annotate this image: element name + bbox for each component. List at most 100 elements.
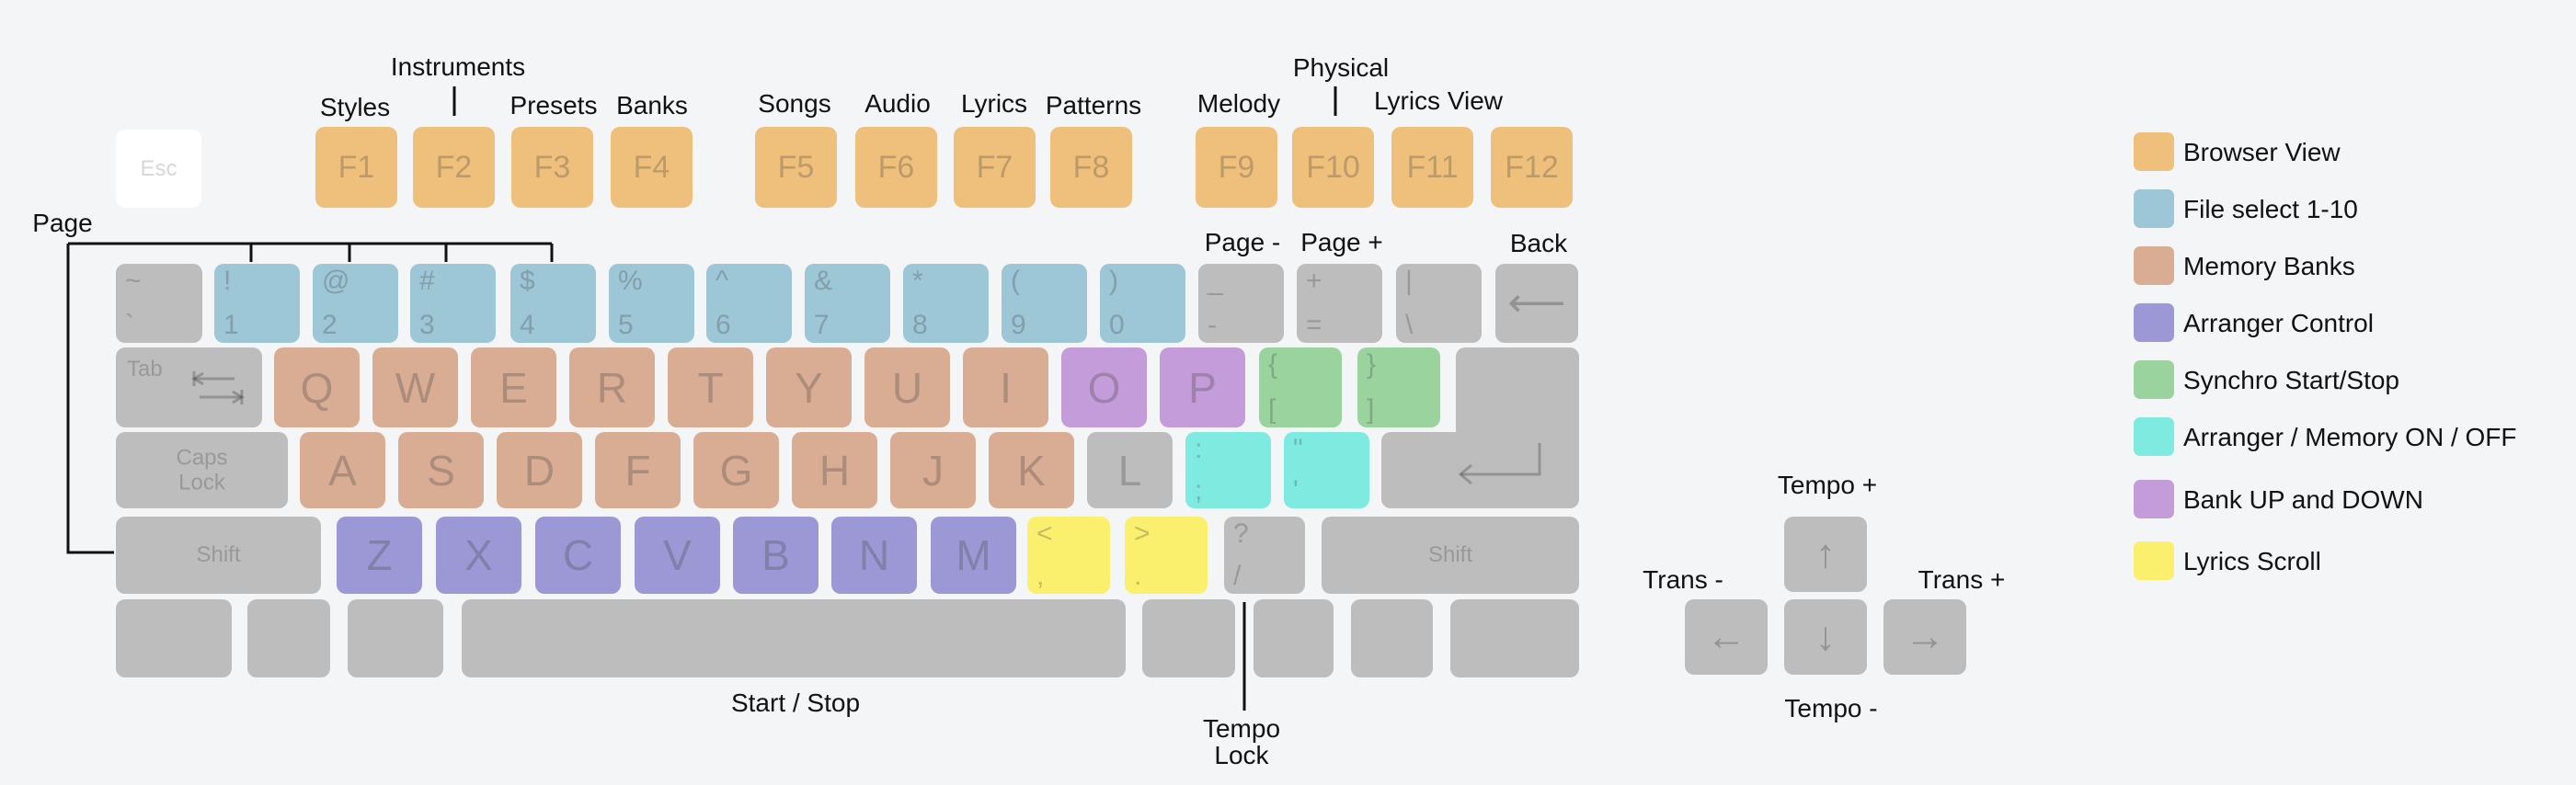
key-l[interactable]: L (1087, 432, 1173, 508)
arrow-up-key[interactable]: ↑ (1784, 517, 1867, 592)
key-k[interactable]: K (989, 432, 1074, 508)
legend-label: Arranger Control (2183, 309, 2374, 337)
key-backslash[interactable]: |\ (1396, 264, 1482, 343)
key-minus[interactable]: _- (1198, 264, 1284, 343)
key-9[interactable]: (9 (1002, 264, 1087, 343)
key-j[interactable]: J (890, 432, 976, 508)
legend-swatch (2134, 480, 2174, 518)
key-8[interactable]: *8 (903, 264, 989, 343)
space-bar[interactable] (462, 599, 1126, 677)
f8-key[interactable]: F8 (1050, 127, 1132, 208)
arrow-right-key[interactable]: → (1883, 599, 1966, 675)
key-o[interactable]: O (1061, 347, 1147, 427)
key-z[interactable]: Z (337, 517, 422, 594)
key-m[interactable]: M (931, 517, 1016, 594)
key-comma[interactable]: <, (1027, 517, 1110, 594)
key-0[interactable]: )0 (1100, 264, 1185, 343)
tab-key[interactable]: Tab (116, 347, 262, 427)
lyrics-view-label: Lyrics View (1373, 86, 1504, 115)
key-g[interactable]: G (693, 432, 779, 508)
enter-key[interactable] (1381, 432, 1579, 508)
key-p[interactable]: P (1160, 347, 1245, 427)
key-c[interactable]: C (535, 517, 621, 594)
f10-key[interactable]: F10 (1292, 127, 1374, 208)
fn-key[interactable] (247, 599, 330, 677)
f5-key[interactable]: F5 (755, 127, 837, 208)
key-i[interactable]: I (963, 347, 1048, 427)
key-semicolon[interactable]: :; (1185, 432, 1271, 508)
songs-label: Songs (758, 89, 831, 118)
key-t[interactable]: T (668, 347, 753, 427)
physical-label: Physical (1292, 53, 1390, 82)
f1-key[interactable]: F1 (315, 127, 397, 208)
legend-swatch (2134, 417, 2174, 456)
key-y[interactable]: Y (766, 347, 852, 427)
f3-key[interactable]: F3 (511, 127, 593, 208)
f9-key[interactable]: F9 (1196, 127, 1277, 208)
tab-arrows-icon (191, 371, 245, 404)
enter-arrow-icon (1458, 443, 1541, 485)
trans-minus-label: Trans - (1643, 565, 1723, 594)
key-u[interactable]: U (864, 347, 950, 427)
key-3[interactable]: #3 (410, 264, 496, 343)
win-right-key[interactable] (1351, 599, 1433, 677)
f4-key[interactable]: F4 (611, 127, 693, 208)
key-1[interactable]: !1 (214, 264, 300, 343)
page-plus-label: Page + (1300, 228, 1383, 256)
key-close-bracket[interactable]: }] (1357, 347, 1440, 427)
key-6[interactable]: ^6 (706, 264, 792, 343)
key-v[interactable]: V (635, 517, 720, 594)
alt-left-key[interactable] (348, 599, 443, 677)
key-open-bracket[interactable]: {[ (1259, 347, 1342, 427)
key-period[interactable]: >. (1125, 517, 1208, 594)
f6-key[interactable]: F6 (855, 127, 937, 208)
key-equals[interactable]: += (1297, 264, 1382, 343)
key-w[interactable]: W (372, 347, 458, 427)
presets-label: Presets (509, 91, 598, 119)
key-quote[interactable]: "' (1284, 432, 1369, 508)
legend-label: Memory Banks (2183, 252, 2355, 280)
f12-key[interactable]: F12 (1491, 127, 1573, 208)
key-slash[interactable]: ?/ (1224, 517, 1305, 594)
page-bracket-left (66, 244, 114, 554)
key-2[interactable]: @2 (313, 264, 398, 343)
key-x[interactable]: X (436, 517, 521, 594)
key-b[interactable]: B (733, 517, 819, 594)
arrow-left-icon: ← (1706, 614, 1746, 659)
key-h[interactable]: H (792, 432, 877, 508)
key-f[interactable]: F (595, 432, 681, 508)
key-7[interactable]: &7 (805, 264, 890, 343)
legend-swatch (2134, 132, 2174, 171)
backspace-key[interactable]: ⟵ (1495, 264, 1578, 343)
start-stop-label: Start / Stop (730, 688, 861, 717)
key-a[interactable]: A (300, 432, 385, 508)
key-d[interactable]: D (497, 432, 582, 508)
caps-lock-key[interactable]: Caps Lock (116, 432, 288, 508)
key-e[interactable]: E (471, 347, 556, 427)
key-4[interactable]: $4 (510, 264, 596, 343)
arrow-right-icon: → (1905, 614, 1945, 659)
arrow-down-key[interactable]: ↓ (1784, 599, 1867, 675)
patterns-label: Patterns (1045, 91, 1142, 119)
f2-key[interactable]: F2 (413, 127, 495, 208)
esc-key[interactable]: Esc (116, 130, 201, 208)
legend-swatch (2134, 189, 2174, 228)
f7-key[interactable]: F7 (954, 127, 1036, 208)
key-s[interactable]: S (398, 432, 484, 508)
f11-key[interactable]: F11 (1391, 127, 1473, 208)
alt-right-key[interactable] (1142, 599, 1235, 677)
tempo-plus-label: Tempo + (1777, 471, 1878, 499)
shift-right-key[interactable]: Shift (1322, 517, 1579, 594)
menu-key[interactable] (1254, 599, 1334, 677)
key-r[interactable]: R (569, 347, 655, 427)
key-5[interactable]: %5 (609, 264, 694, 343)
ctrl-right-key[interactable] (1450, 599, 1579, 677)
shift-left-key[interactable]: Shift (116, 517, 321, 594)
key-backtick[interactable]: ~` (116, 264, 202, 343)
key-n[interactable]: N (831, 517, 917, 594)
ctrl-left-key[interactable] (116, 599, 232, 677)
arrow-left-key[interactable]: ← (1685, 599, 1768, 675)
legend-swatch (2134, 541, 2174, 580)
key-q[interactable]: Q (274, 347, 360, 427)
